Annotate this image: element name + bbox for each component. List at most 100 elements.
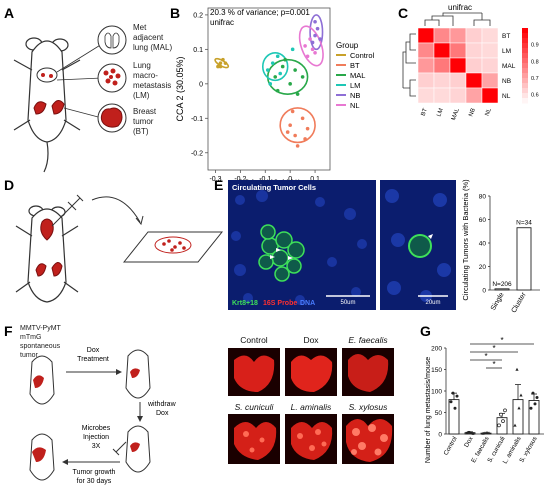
e-category-label: Single (490, 291, 506, 311)
point-bt (303, 137, 307, 141)
point-nb (313, 19, 317, 24)
point-mal (280, 64, 285, 69)
photo-s-xylosus (342, 414, 394, 464)
heatmap-cell (433, 27, 451, 44)
step4-line-1: Tumor growth (73, 469, 116, 476)
step3-line-2: Injection (83, 434, 109, 441)
mal-circle (97, 25, 127, 55)
point-control (216, 64, 220, 69)
colorbar-segment (522, 98, 528, 104)
colorbar-segment (522, 88, 528, 94)
row-label: LM (502, 48, 511, 55)
photo-l-aminalis (285, 414, 337, 464)
g-data-point (455, 394, 459, 398)
step3-line-1: Microbes (82, 425, 111, 432)
ellipse-bt (279, 107, 316, 144)
x-tick-label: 0.1 (310, 176, 320, 183)
heatmap-cell (481, 42, 499, 59)
colorbar-segment (522, 93, 528, 99)
point-nl (310, 47, 315, 52)
step4-line-2: for 30 days (77, 478, 112, 485)
colorbar-segment (522, 48, 528, 54)
point-lm (265, 68, 270, 72)
arrow-d (91, 196, 141, 223)
y-tick-label: 0.1 (193, 47, 203, 54)
smear-cells (162, 239, 186, 252)
ellipse-nb (309, 14, 324, 51)
y-tick-label: 0.2 (193, 12, 203, 19)
g-significance-star: * (484, 352, 487, 361)
step1-line-2: Treatment (77, 356, 109, 363)
single-tumor-cell (408, 234, 432, 258)
arrow-f-1-head (116, 369, 122, 375)
photo-s-cuniculi (228, 414, 280, 464)
lung-tumor-dot (49, 74, 53, 78)
legend-probe: 16S Probe (263, 300, 297, 307)
g-y-tick-label: 50 (435, 410, 443, 417)
tumor-f-2 (130, 368, 140, 378)
colorbar-segment (522, 38, 528, 44)
x-tick-label: -0.1 (259, 176, 271, 183)
chart-c-left-dendrogram (402, 33, 416, 97)
point-lm (278, 71, 283, 76)
g-data-point (515, 367, 519, 371)
photo-label-s-cuniculi: S. cuniculi (235, 402, 275, 412)
mouse-illustration-a (13, 37, 81, 173)
panel-e: E Circulating Tumor Cells Krt8+18 16S Pr… (214, 177, 540, 314)
point-mal (300, 75, 305, 79)
heatmap-cell (481, 27, 499, 44)
chart-b-ellipses (214, 14, 324, 144)
g-data-point (535, 395, 539, 399)
heart-icon (40, 218, 54, 241)
point-bt (288, 123, 292, 127)
chart-e-ylabel: Circulating Tumors with Bacteria (%) (461, 179, 470, 301)
photo-label-l-aminalis: L. aminalis (291, 402, 332, 412)
g-data-point (501, 419, 505, 423)
panel-b: B 20.3 % of variance; p=0.001 unifrac -0… (170, 5, 375, 188)
point-lm (270, 61, 275, 65)
point-bt (300, 116, 305, 121)
heatmap-cell (449, 42, 467, 59)
point-mal (273, 75, 278, 79)
heatmap-cell (465, 57, 483, 74)
x-tick-label: -0.2 (234, 176, 246, 183)
g-y-tick-label: 200 (431, 346, 442, 353)
mouse-f-3 (125, 425, 151, 473)
heatmap-cell (433, 42, 451, 59)
chart-c-title: unifrac (448, 3, 472, 12)
scale-label-1: 50um (340, 300, 355, 306)
y-tick-label: -0.2 (191, 150, 203, 157)
heatmap-cell (481, 57, 499, 74)
panel-e-letter: E (214, 177, 223, 193)
g-data-point (471, 432, 475, 435)
g-data-point (485, 430, 489, 434)
scale-label-2: 20um (425, 300, 440, 306)
bacteria-arrows (270, 248, 293, 260)
legend-label-control: Control (350, 51, 375, 60)
g-data-point (513, 423, 517, 427)
heatmap-cell (417, 42, 435, 59)
g-bar (512, 399, 524, 435)
bt-tumor-icon (100, 107, 123, 128)
g-category-label: Control (443, 436, 459, 457)
colorbar-tick: 0.8 (531, 59, 539, 65)
heatmap-cell (417, 87, 435, 104)
micrograph-title: Circulating Tumor Cells (232, 183, 316, 192)
e-y-tick-label: 40 (479, 241, 487, 248)
col-label: NL (485, 107, 493, 117)
point-mal (283, 57, 287, 62)
heatmap-cell (465, 42, 483, 59)
g-data-point (487, 431, 491, 435)
panel-a: A Met adjacent lung (MAL) Lung (4, 5, 172, 173)
e-y-tick-label: 60 (479, 217, 487, 224)
legend-label-nb: NB (350, 91, 360, 100)
label-mal-3: lung (MAL) (133, 43, 172, 52)
x-tick-label: 0 (288, 176, 292, 183)
point-nl (305, 54, 310, 59)
heatmap-cell (465, 72, 483, 89)
heatmap-cell (465, 27, 483, 44)
g-category-label: Dox (463, 435, 475, 449)
